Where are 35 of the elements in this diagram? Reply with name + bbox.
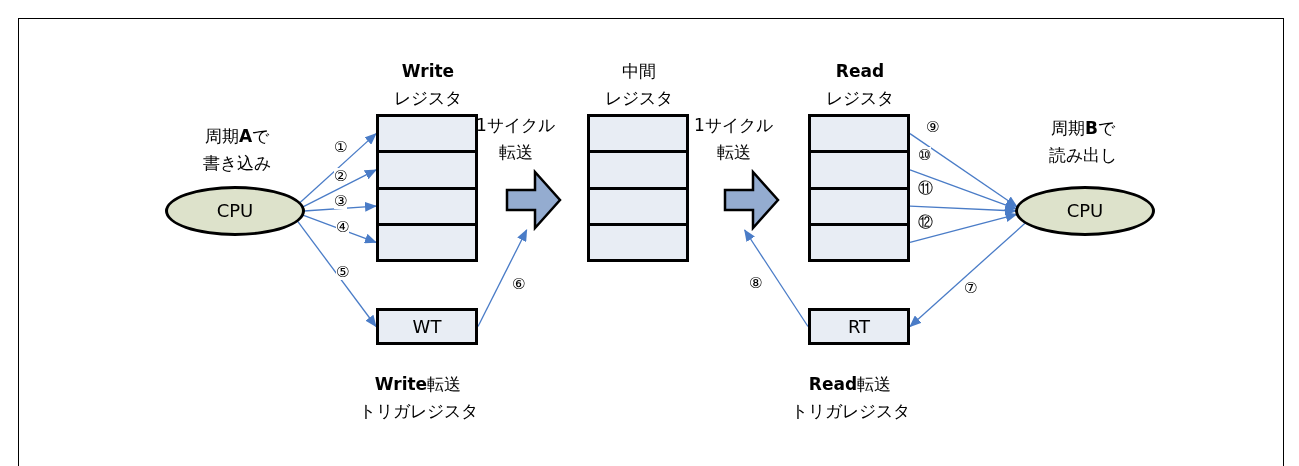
node-heading: 中間レジスタ bbox=[604, 60, 674, 110]
edge-label: ③ bbox=[334, 193, 348, 209]
node-heading: 1サイクル転送 bbox=[475, 114, 556, 164]
arrow bbox=[477, 229, 528, 328]
edge-label: ① bbox=[334, 139, 348, 155]
node-heading: Write レジスタ bbox=[393, 60, 463, 110]
node-heading: Write転送トリガレジスタ bbox=[357, 373, 479, 423]
node-label: WT bbox=[411, 315, 443, 338]
node-heading: 周期Aで書き込み bbox=[202, 125, 272, 175]
edge-label: ② bbox=[334, 168, 348, 184]
node-heading: 1サイクル転送 bbox=[693, 114, 774, 164]
register-row bbox=[808, 150, 910, 190]
edge-label: ⑥ bbox=[512, 276, 526, 292]
edge-label: ④ bbox=[336, 219, 350, 235]
arrow bbox=[909, 222, 1026, 328]
register-row bbox=[587, 150, 689, 190]
node-label: RT bbox=[846, 315, 872, 338]
register-row bbox=[376, 150, 478, 190]
edge-label: ⑦ bbox=[964, 280, 978, 296]
node-heading: Read転送トリガレジスタ bbox=[789, 373, 911, 423]
node-label: CPU bbox=[215, 200, 255, 222]
edge-label: ⑪ bbox=[918, 180, 933, 196]
arrow bbox=[909, 205, 1017, 216]
arrow bbox=[303, 201, 377, 212]
edge-label: ⑧ bbox=[749, 275, 763, 291]
edge-label: ⑤ bbox=[336, 264, 350, 280]
edge-label: ⑩ bbox=[918, 147, 932, 163]
edge-label: ⑨ bbox=[926, 119, 940, 135]
node-heading: Read レジスタ bbox=[825, 60, 895, 110]
arrow bbox=[744, 229, 809, 328]
arrow bbox=[909, 133, 1018, 208]
node-heading: 周期Bで読み出し bbox=[1048, 117, 1118, 167]
node-label: CPU bbox=[1065, 200, 1105, 222]
arrow bbox=[302, 169, 377, 208]
edge-label: ⑫ bbox=[918, 214, 933, 230]
